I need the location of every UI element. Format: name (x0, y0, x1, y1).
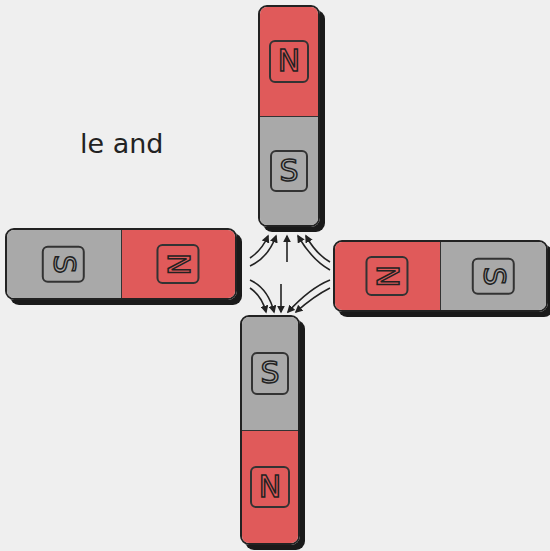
pole-letter: S (251, 352, 288, 395)
magnet-pole: S (7, 230, 121, 298)
pole-letter: N (366, 256, 409, 296)
magnet-pole: N (242, 430, 298, 544)
magnet-pole: S (242, 317, 298, 430)
bar-magnet: SN (240, 315, 300, 545)
pole-letter: S (42, 245, 85, 282)
magnet-pole: N (260, 7, 318, 116)
magnet-pole: S (440, 242, 546, 310)
caption-fragment: le and (80, 128, 164, 159)
pole-letter: N (157, 244, 200, 284)
magnet-pole: S (260, 116, 318, 226)
bar-magnet: NS (258, 5, 320, 227)
magnet-pole: N (335, 242, 440, 310)
bar-magnet: NS (333, 240, 548, 312)
pole-letter: S (472, 257, 515, 294)
pole-letter: N (269, 40, 309, 83)
pole-letter: S (270, 150, 307, 193)
bar-magnet: SN (5, 228, 237, 300)
pole-letter: N (250, 466, 290, 509)
magnet-pole: N (121, 230, 236, 298)
